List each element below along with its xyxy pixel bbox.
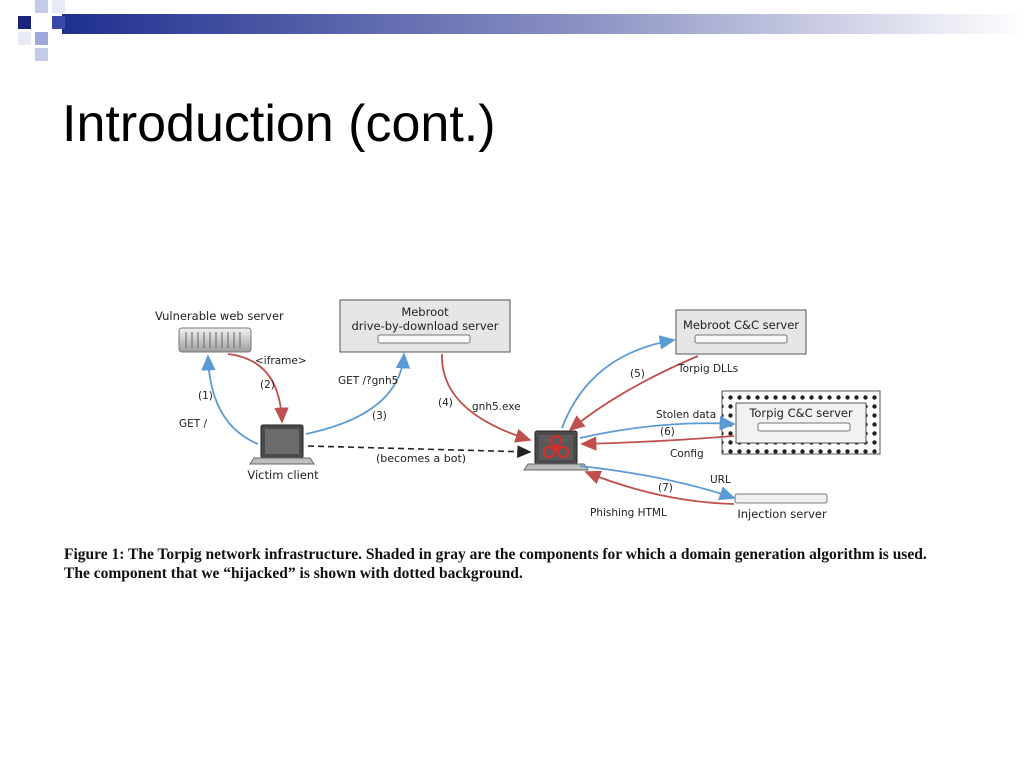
deco-square (52, 16, 65, 29)
arrow-step-7-url (579, 465, 736, 501)
arrow-step-6-stolen (579, 416, 736, 439)
arrow-step-6-config (580, 435, 735, 451)
label-step-2: (2) (260, 379, 275, 391)
figure-caption: Figure 1: The Torpig network infrastruct… (64, 545, 969, 583)
header-decoration (18, 0, 1024, 61)
arrow-step-5-dlls (568, 355, 699, 432)
caption-line-1: Figure 1: The Torpig network infrastruct… (64, 546, 927, 563)
label-get-gnh5: GET /?gnh5 (338, 375, 398, 387)
vulnerable-web-server-icon (178, 327, 252, 353)
arrow-step-3 (305, 352, 411, 435)
label-torpig-dlls: Torpig DLLs (677, 363, 738, 375)
deco-square (18, 16, 31, 29)
torpig-cc-server-box (721, 390, 881, 455)
mebroot-cc-server-box (675, 309, 807, 355)
label-step-6: (6) (660, 426, 675, 438)
mebroot-dbd-server-box (339, 299, 511, 353)
diagram-svg: Vulnerable web server Mebroot drive-by-d… (155, 299, 881, 521)
arrow-step-2 (227, 353, 289, 424)
mebroot-cc-server-label: Mebroot C&C server (683, 318, 799, 332)
mebroot-dbd-server-label-2: drive-by-download server (352, 319, 499, 333)
deco-square (18, 32, 31, 45)
arrow-step-5-request (561, 335, 676, 429)
label-get-root: GET / (179, 418, 208, 430)
injection-server-icon (734, 493, 828, 504)
slide-title: Introduction (cont.) (62, 95, 496, 153)
label-phishing-html: Phishing HTML (590, 507, 667, 519)
deco-square (52, 0, 65, 13)
label-step-3: (3) (372, 410, 387, 422)
deco-square (35, 48, 48, 61)
arrow-becomes-bot (307, 445, 532, 459)
mebroot-dbd-server-label-1: Mebroot (401, 305, 449, 319)
label-config: Config (670, 448, 704, 460)
torpig-network-diagram: Vulnerable web server Mebroot drive-by-d… (150, 294, 890, 526)
victim-client-label: Victim client (247, 468, 319, 482)
label-becomes-bot: (becomes a bot) (376, 452, 466, 465)
infected-bot-icon (523, 430, 589, 471)
torpig-cc-server-label: Torpig C&C server (748, 406, 853, 420)
deco-square (35, 0, 48, 13)
label-step-4: (4) (438, 397, 453, 409)
biohazard-icon (542, 434, 570, 459)
label-step-5: (5) (630, 368, 645, 380)
deco-square (35, 32, 48, 45)
label-step-7: (7) (658, 482, 673, 494)
label-iframe: <iframe> (255, 355, 307, 367)
victim-laptop-icon (249, 424, 315, 465)
arrow-step-4 (441, 353, 532, 443)
caption-line-2: The component that we “hijacked” is show… (64, 565, 523, 582)
label-gnh5-exe: gnh5.exe (472, 401, 521, 413)
vulnerable-web-server-label: Vulnerable web server (155, 309, 284, 323)
header-rule (62, 14, 1024, 34)
label-step-1: (1) (198, 390, 213, 402)
arrow-step-1 (201, 354, 259, 445)
injection-server-label: Injection server (737, 507, 827, 521)
label-url: URL (710, 474, 731, 486)
arrow-step-7-phishing (584, 470, 735, 505)
label-stolen-data: Stolen data (656, 409, 716, 421)
